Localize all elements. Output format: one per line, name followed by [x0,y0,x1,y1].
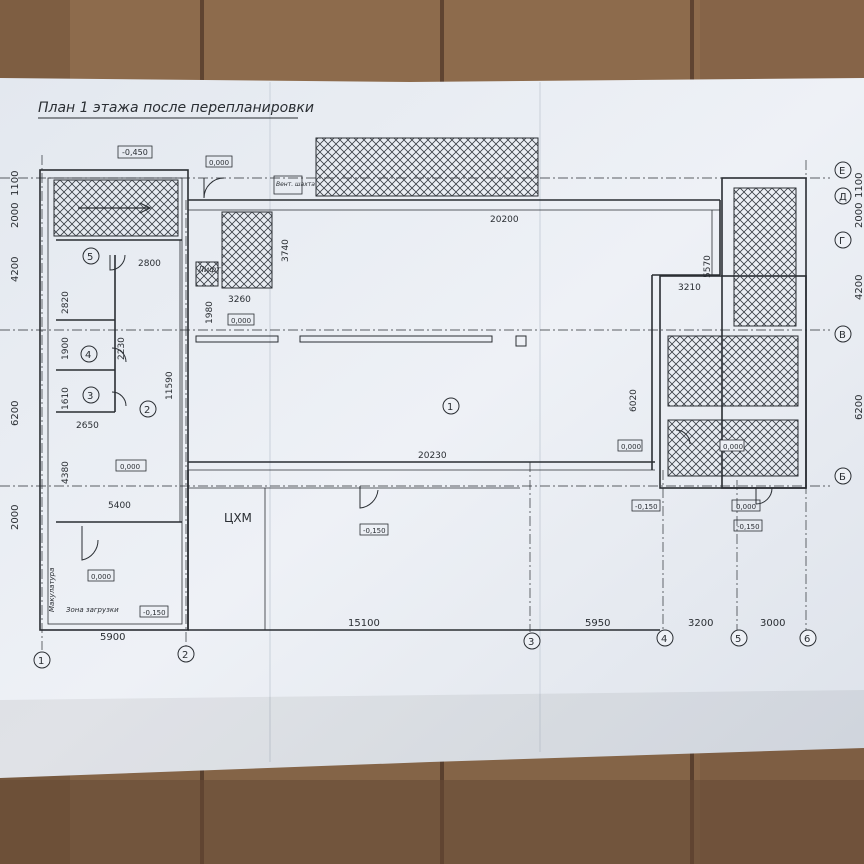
dim-3740: 3740 [281,239,291,262]
axis-e: Е [839,166,845,177]
dim-left-6200: 6200 [10,401,21,426]
dim-5570: 5570 [703,255,713,278]
axis-1: 1 [38,656,44,667]
level-000-top: 0,000 [209,159,229,167]
level-m150-d: -0,150 [737,523,760,531]
level-000-r1: 0,000 [621,443,641,451]
level-000-r3: 0,000 [736,503,756,511]
zone-label: Зона загрузки [66,606,119,614]
dim-11590: 11590 [165,371,175,400]
hall-beams [195,335,527,347]
makulatura-label: Макулатура [48,568,56,612]
dim-1610: 1610 [61,387,71,410]
level-000-r2: 0,000 [723,443,743,451]
dim-5950: 5950 [585,618,610,629]
vent-label: Вент. шахта [276,181,315,188]
level-marks: -0,450 0,000 0,000 0,000 0,000 -0,150 -0… [87,145,763,618]
axis-3: 3 [528,637,534,648]
dim-right-1100: 1100 [854,173,864,198]
room-3: 3 [87,391,93,402]
dim-1900: 1900 [61,337,71,360]
dim-left-4200: 4200 [10,257,21,282]
level-m150-a: -0,150 [143,609,166,617]
level-000-left: 0,000 [120,463,140,471]
axis-v: В [839,330,846,341]
dim-3000: 3000 [760,618,785,629]
dim-right-4200: 4200 [854,275,864,300]
dim-left-1100: 1100 [10,171,21,196]
dim-right-2000: 2000 [854,203,864,228]
dim-2820: 2820 [61,291,71,314]
axis-2: 2 [182,650,188,661]
axis-b: Б [839,472,846,483]
axis-5: 5 [735,634,741,645]
dim-20200: 20200 [490,215,519,225]
level-m450: -0,450 [122,148,148,157]
level-000-low: 0,000 [91,573,111,581]
shadow-overlay [0,690,864,864]
dim-3260: 3260 [228,295,251,305]
dim-5900: 5900 [100,632,125,643]
dim-6020: 6020 [629,389,639,412]
lift-label: Лифт [197,265,221,274]
level-m150-c: -0,150 [635,503,658,511]
room-5: 5 [87,252,93,263]
tshm-label: ЦХМ [224,511,252,525]
dim-15100: 15100 [348,618,380,629]
dim-4380: 4380 [61,461,71,484]
axis-bubbles-bottom [33,629,817,669]
axis-g: Г [839,236,845,247]
axis-6: 6 [804,634,810,645]
dim-2230: 2230 [117,337,127,360]
axis-d: Д [839,192,847,203]
room-numbers [80,247,460,418]
dim-20230: 20230 [418,451,447,461]
axis-4: 4 [661,634,667,645]
dim-2800: 2800 [138,259,161,269]
dimension-labels: 20200 20230 15100 5900 5950 3200 3000 11… [10,171,864,643]
dim-3200: 3200 [688,618,713,629]
level-m150-b: -0,150 [363,527,386,535]
dim-5400: 5400 [108,501,131,511]
dim-1980: 1980 [205,301,215,324]
dim-3210: 3210 [678,283,701,293]
dim-left-2000a: 2000 [10,203,21,228]
level-000-lift: 0,000 [231,317,251,325]
stair-arrow [78,202,152,214]
room-2: 2 [144,405,150,416]
room-1: 1 [447,402,453,413]
dim-2650: 2650 [76,421,99,431]
axis-bubbles-right [834,161,852,485]
door-swings [81,177,773,561]
plan-title: План 1 этажа после перепланировки [38,100,314,116]
dim-right-6200: 6200 [854,395,864,420]
dim-left-2000b: 2000 [10,505,21,530]
room-4: 4 [85,350,91,361]
